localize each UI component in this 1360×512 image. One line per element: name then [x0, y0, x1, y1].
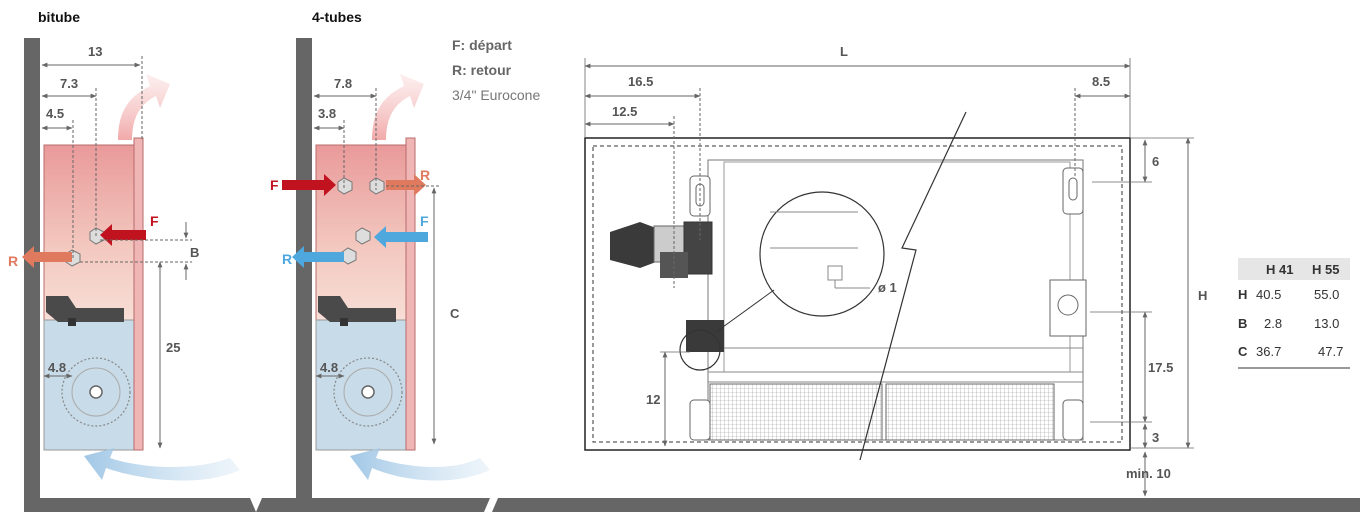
unit-cold-section	[315, 319, 407, 451]
dim-4-8: 4.8	[48, 360, 66, 375]
dim-phi-1: ø 1	[878, 280, 897, 295]
legend-connection: 3/4" Eurocone	[452, 87, 540, 103]
dimension-table	[1238, 258, 1350, 369]
drain-tray	[46, 296, 124, 322]
filter-grid-right	[885, 383, 1055, 441]
drain-tray	[686, 320, 724, 352]
dim-6: 6	[1152, 154, 1159, 169]
arrow-retour-2	[292, 246, 344, 268]
floor	[24, 498, 1360, 512]
legend-retour: R: retour	[452, 62, 512, 78]
table-header-h55: H 55	[1312, 262, 1339, 277]
label-f: F	[150, 213, 159, 229]
title-bitube: bitube	[38, 9, 80, 25]
warm-air-arrow	[372, 74, 424, 140]
four-tubes-side-view	[282, 38, 490, 504]
dim-12-5: 12.5	[612, 104, 637, 119]
bitube-side-view	[22, 38, 240, 504]
table-row-label: C	[1238, 344, 1248, 359]
arrow-depart-1	[282, 174, 336, 196]
dim-7-3: 7.3	[60, 76, 78, 91]
label-r-2: R	[282, 251, 292, 267]
table-cell: 40.5	[1256, 287, 1281, 302]
table-cell: 13.0	[1314, 316, 1339, 331]
detail-circle-small	[679, 329, 721, 371]
dim-8-5: 8.5	[1092, 74, 1110, 89]
legend-depart: F: départ	[452, 37, 512, 53]
label-r: R	[8, 253, 18, 269]
table-header-h41: H 41	[1266, 262, 1293, 277]
drain-tray	[318, 296, 396, 322]
arrow-retour-1	[386, 174, 426, 196]
arrow-retour	[22, 246, 72, 268]
table-cell: 36.7	[1256, 344, 1281, 359]
table-cell: 47.7	[1318, 344, 1343, 359]
dim-min-10: min. 10	[1126, 466, 1171, 481]
dim-25: 25	[166, 340, 180, 355]
dim-17-5: 17.5	[1148, 360, 1173, 375]
table-row-label: B	[1238, 316, 1247, 331]
dim-l: L	[840, 44, 848, 59]
dim-3: 3	[1152, 430, 1159, 445]
front-panel	[133, 137, 144, 451]
detail-circle-large	[759, 191, 885, 317]
unit-cold-section	[43, 319, 135, 451]
dim-13: 13	[88, 44, 102, 59]
table-cell: 55.0	[1314, 287, 1339, 302]
valve-icon	[610, 221, 713, 278]
connector-icon	[337, 177, 385, 265]
wall	[296, 38, 312, 504]
break-line	[859, 111, 967, 461]
dim-4-5: 4.5	[46, 106, 64, 121]
filter-grid-left	[709, 383, 883, 441]
dim-h: H	[1198, 288, 1207, 303]
table-cell: 2.8	[1264, 316, 1282, 331]
label-f-2: F	[420, 213, 429, 229]
warm-air-arrow	[118, 74, 170, 140]
floor-air-arrow	[350, 448, 490, 481]
front-view	[584, 58, 1194, 497]
dim-3-8: 3.8	[318, 106, 336, 121]
fan-icon	[61, 357, 131, 427]
label-f-1: F	[270, 177, 279, 193]
dim-c: C	[450, 306, 460, 321]
arrow-depart-2	[374, 226, 428, 248]
label-r-1: R	[420, 167, 430, 183]
dim-16-5: 16.5	[628, 74, 653, 89]
dim-7-8: 7.8	[334, 76, 352, 91]
table-row-label: H	[1238, 287, 1247, 302]
wall	[24, 38, 40, 504]
fan-icon	[333, 357, 403, 427]
floor-air-arrow	[84, 448, 240, 481]
front-panel	[405, 137, 416, 451]
inner-dashed-outline	[592, 145, 1123, 443]
dim-4-8: 4.8	[320, 360, 338, 375]
title-4-tubes: 4-tubes	[312, 9, 362, 25]
dim-12: 12	[646, 392, 660, 407]
dim-b: B	[190, 245, 199, 260]
